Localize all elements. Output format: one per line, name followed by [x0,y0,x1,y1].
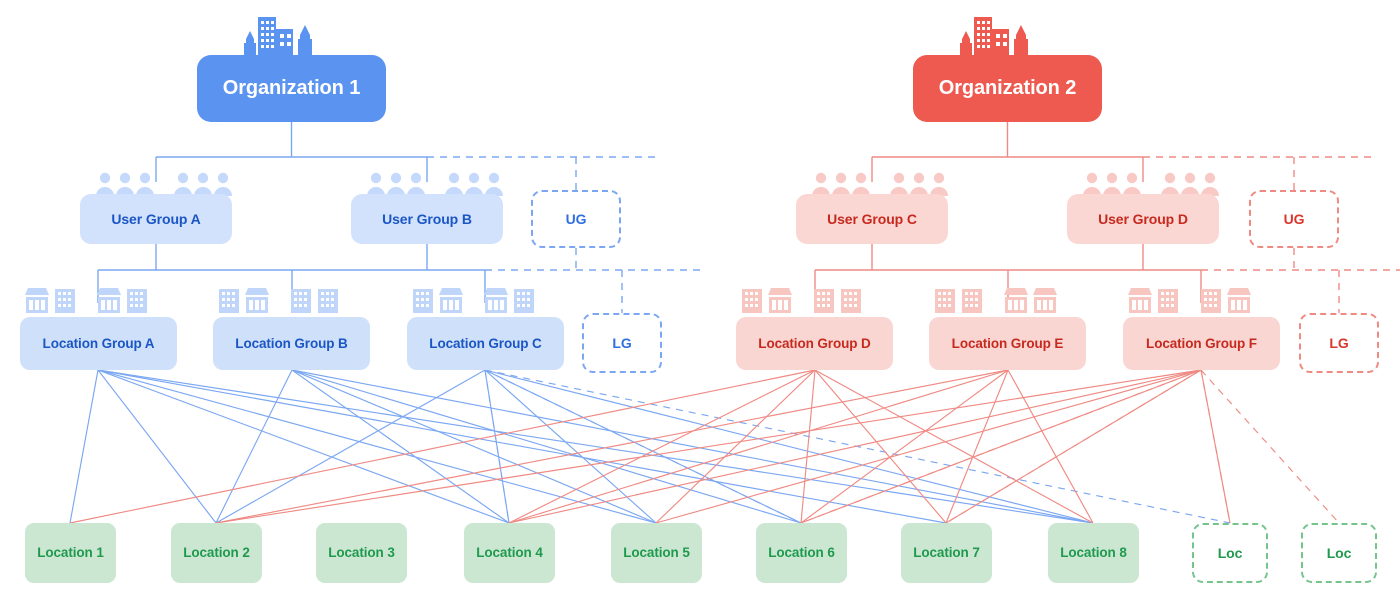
location-card-4[interactable]: Location 4 [464,523,555,583]
location-group-to-location-edge [97,369,947,524]
location-group-to-location-edge [800,369,816,524]
location-group-to-location-edge [97,369,217,524]
location-group-card-F[interactable]: Location Group F [1123,317,1280,370]
location-group-card-E[interactable]: Location Group E [929,317,1086,370]
location-group-to-location-edge [508,369,816,524]
location-label: Location 8 [1060,545,1127,561]
location-group-to-location-edge [291,369,510,524]
user-group-placeholder-2[interactable]: UG [1249,190,1339,248]
location-group-to-location-edge [215,369,1009,524]
location-label: Location 4 [476,545,543,561]
location-group-to-location-edge [800,369,1009,524]
user-group-card-B[interactable]: User Group B [351,194,503,244]
location-group-to-location-edge [97,369,657,524]
user-group-card-C[interactable]: User Group C [796,194,948,244]
location-group-label: Location Group B [235,335,348,351]
location-group-to-location-edge [814,369,947,524]
location-label: Location 7 [913,545,980,561]
location-card-6[interactable]: Location 6 [756,523,847,583]
location-card-8[interactable]: Location 8 [1048,523,1139,583]
location-group-to-location-edge [69,369,99,524]
location-group-label: Location Group F [1146,335,1257,351]
location-group-placeholder-2[interactable]: LG [1299,313,1379,373]
location-group-card-A[interactable]: Location Group A [20,317,177,370]
location-label: Location 2 [183,545,250,561]
location-group-to-location-edge [215,369,486,524]
location-group-to-location-edge [215,369,1202,524]
location-group-to-location-edge [484,369,1094,524]
location-card-1[interactable]: Location 1 [25,523,116,583]
organization-card-2[interactable]: Organization 2 [913,55,1102,122]
location-group-to-location-edge [69,369,816,524]
user-group-label: User Group B [382,210,472,227]
organization-label: Organization 2 [938,77,1077,99]
location-group-label: Location Group E [951,335,1064,351]
location-placeholder-2[interactable]: Loc [1301,523,1377,583]
location-group-placeholder-label: LG [1329,334,1349,351]
location-group-label: Location Group D [758,335,871,351]
user-group-label: User Group D [1098,210,1188,227]
location-group-card-B[interactable]: Location Group B [213,317,370,370]
location-group-to-location-edge [945,369,1009,524]
location-placeholder-label: Loc [1326,544,1352,561]
user-group-label: User Group C [827,210,917,227]
location-group-placeholder-1[interactable]: LG [582,313,662,373]
location-group-label: Location Group A [42,335,155,351]
location-group-to-location-edge [291,369,802,524]
location-group-to-location-edge [655,369,1202,524]
location-group-label: Location Group C [429,335,542,351]
location-group-to-location-edge-dashed [1200,369,1340,524]
location-group-to-location-edge [1007,369,1094,524]
location-group-to-location-edge-dashed [800,369,1202,524]
organization-card-1[interactable]: Organization 1 [197,55,386,122]
organization-label: Organization 1 [222,77,361,99]
location-card-7[interactable]: Location 7 [901,523,992,583]
location-group-card-D[interactable]: Location Group D [736,317,893,370]
location-group-to-location-edge [97,369,1094,524]
location-group-to-location-edge [814,369,1094,524]
location-group-to-location-edge [97,369,510,524]
location-group-card-C[interactable]: Location Group C [407,317,564,370]
location-group-to-location-edge-dashed [945,369,1202,524]
location-label: Location 6 [768,545,835,561]
user-group-label: User Group A [111,210,201,227]
user-group-placeholder-label: UG [1283,210,1305,227]
location-group-to-location-edge [1200,369,1231,524]
user-group-placeholder-1[interactable]: UG [531,190,621,248]
location-placeholder-label: Loc [1217,544,1243,561]
location-group-to-location-edge [484,369,510,524]
location-label: Location 3 [328,545,395,561]
location-group-to-location-edge [291,369,657,524]
user-group-card-A[interactable]: User Group A [80,194,232,244]
location-placeholder-1[interactable]: Loc [1192,523,1268,583]
location-group-to-location-edge [508,369,1202,524]
user-group-card-D[interactable]: User Group D [1067,194,1219,244]
location-label: Location 5 [623,545,690,561]
user-group-placeholder-label: UG [565,210,587,227]
location-group-to-location-edge [508,369,1009,524]
location-group-placeholder-label: LG [612,334,632,351]
location-card-5[interactable]: Location 5 [611,523,702,583]
location-group-to-location-edge [291,369,1094,524]
location-card-2[interactable]: Location 2 [171,523,262,583]
location-card-3[interactable]: Location 3 [316,523,407,583]
location-group-to-location-edge [655,369,816,524]
location-label: Location 1 [37,545,104,561]
location-group-to-location-edge [484,369,657,524]
location-group-to-location-edge [215,369,293,524]
location-group-to-location-edge-dashed [484,369,802,524]
